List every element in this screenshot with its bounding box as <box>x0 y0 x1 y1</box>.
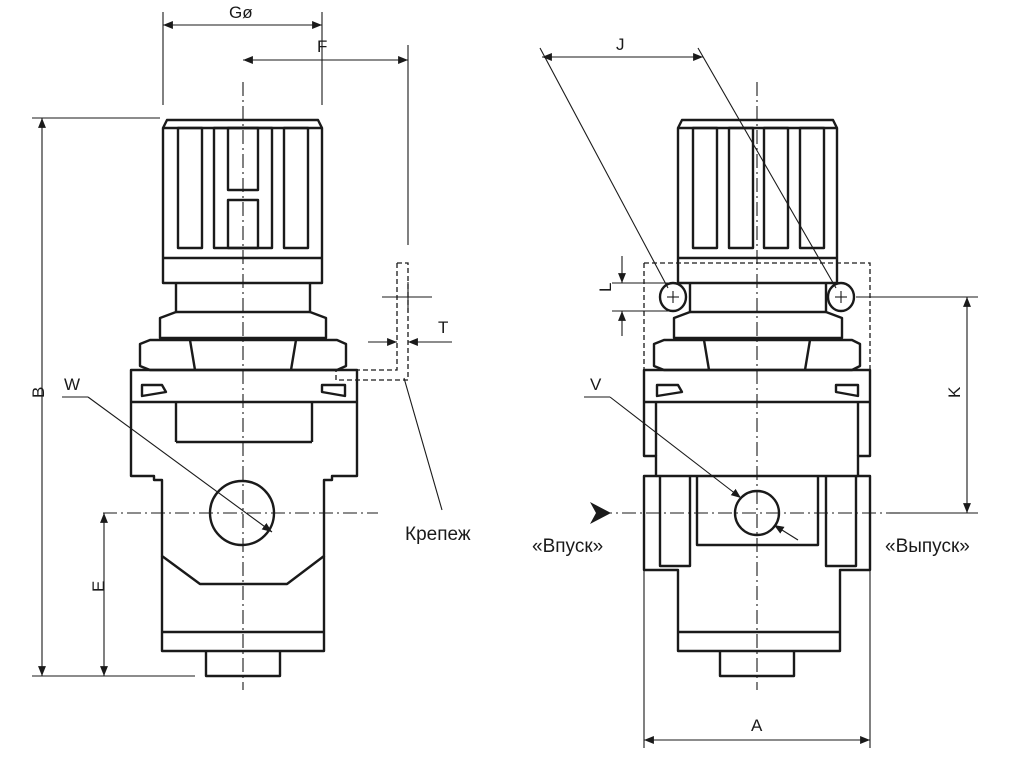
regulator-body <box>129 368 359 678</box>
dim-g-label: Gø <box>229 3 253 22</box>
dim-e-label: E <box>89 581 108 592</box>
mount-bracket <box>335 262 409 381</box>
dim-f-label: F <box>317 37 327 56</box>
dim-j-label: J <box>616 35 625 54</box>
left-view: Gø F B E W T Крепеж <box>29 3 471 690</box>
right-view: «Впуск» «Выпуск» J L K V A <box>532 35 978 748</box>
dim-v-label: V <box>590 375 602 394</box>
inlet-label: «Впуск» <box>532 536 603 557</box>
dim-a-label: A <box>751 716 763 735</box>
adjustment-knob <box>161 118 324 285</box>
flow-direction-icon <box>590 502 611 524</box>
outlet-label: «Выпуск» <box>885 536 970 557</box>
dim-w-label: W <box>64 375 80 394</box>
dim-t-label: T <box>438 318 448 337</box>
dim-l-label: L <box>596 283 615 292</box>
mount-label: Крепеж <box>405 524 471 545</box>
dim-b-label: B <box>29 387 48 398</box>
dim-k-label: K <box>945 386 964 398</box>
